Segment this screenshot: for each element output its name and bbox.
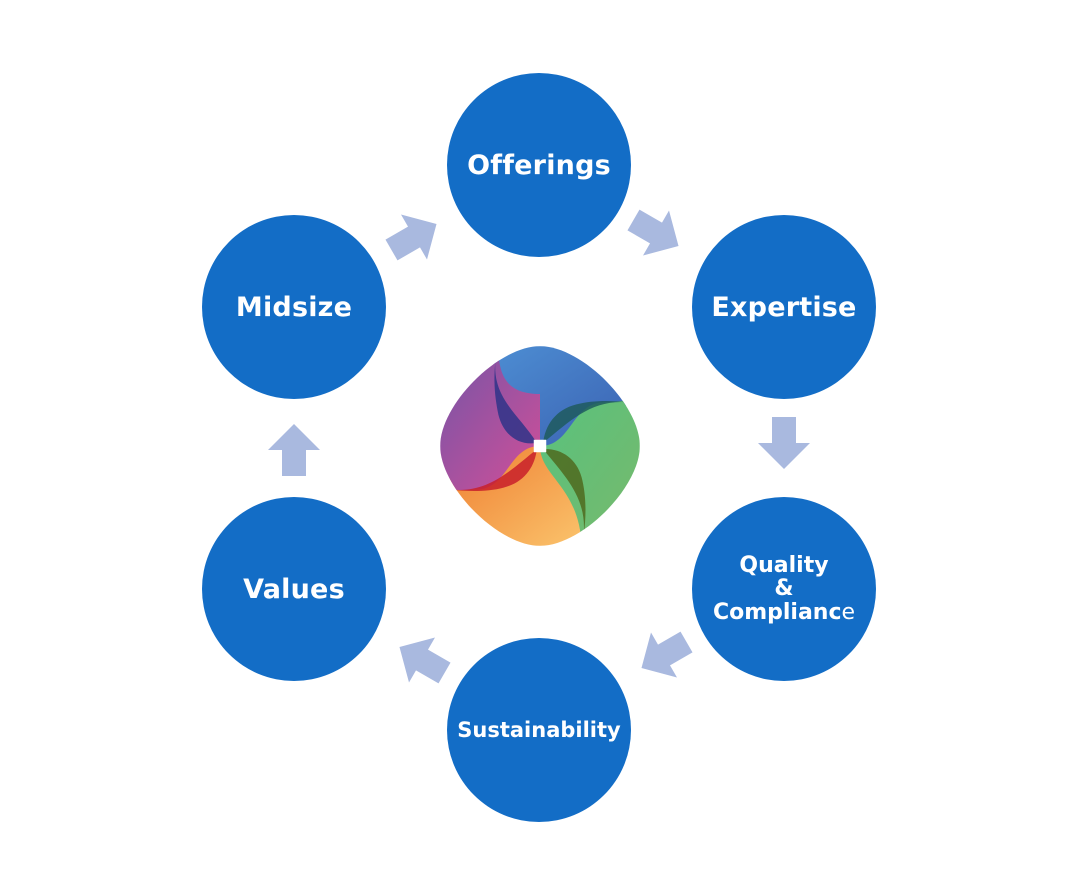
arrow-icon [615, 192, 697, 274]
node-values: Values [202, 497, 386, 681]
logo-orange-petal [440, 446, 582, 546]
logo-overlap-red [451, 449, 537, 492]
arrow-icon [373, 196, 455, 278]
node-midsize: Midsize [202, 215, 386, 399]
node-label: Expertise [711, 291, 857, 323]
arrow-icon [754, 413, 814, 473]
node-quality-compliance: Quality & Compliance [692, 497, 876, 681]
node-expertise: Expertise [692, 215, 876, 399]
node-label: Values [243, 573, 345, 605]
node-label: Sustainability [457, 718, 621, 742]
node-label: Offerings [467, 149, 611, 181]
center-logo-icon [436, 340, 644, 552]
node-label: Quality & Compliance [712, 553, 856, 625]
logo-overlap-navy [494, 362, 537, 444]
node-label: Midsize [235, 291, 353, 323]
node-sustainability: Sustainability [447, 638, 631, 822]
node-offerings: Offerings [447, 73, 631, 257]
arrow-icon [623, 614, 705, 696]
logo-overlap-teal [543, 400, 629, 443]
logo-overlap-olive [543, 449, 586, 535]
arrow-icon [264, 420, 324, 480]
arrow-icon [381, 619, 463, 701]
pinwheel-logo-graphic [440, 346, 640, 546]
